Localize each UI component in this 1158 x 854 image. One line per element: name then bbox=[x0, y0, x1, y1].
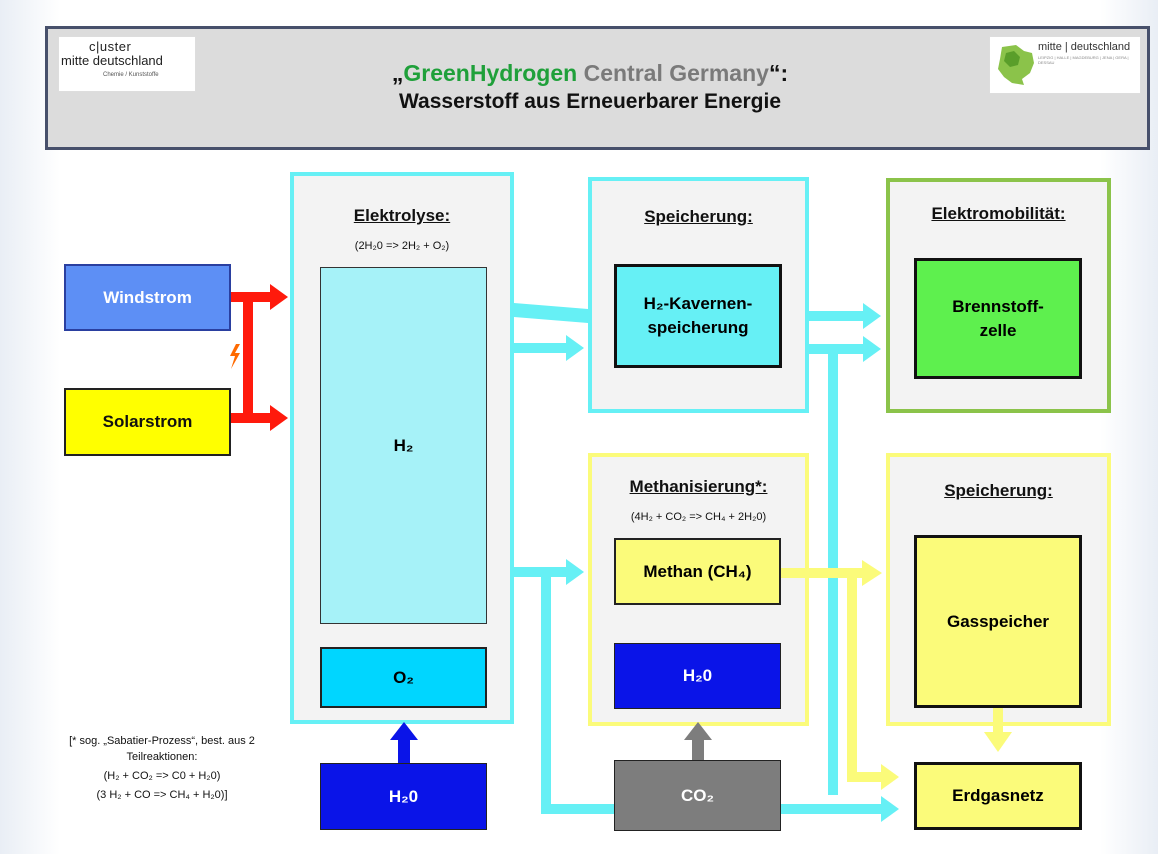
electrolysis-equation: (2H₂0 => 2H₂ + O₂) bbox=[354, 240, 450, 252]
logo-text-3: Chemie / Kunststoffe bbox=[103, 72, 159, 78]
page-subtitle: Wasserstoff aus Erneuerbarer Energie bbox=[398, 90, 782, 113]
water-arrow bbox=[390, 722, 418, 763]
gas-grid-box: Erdgasnetz bbox=[914, 762, 1082, 830]
footnote-line-1: [* sog. „Sabatier-Prozess“, best. aus 2 … bbox=[69, 735, 255, 763]
methanation-water-box: H₂0 bbox=[614, 643, 781, 709]
methanation-title: Methanisierung*: bbox=[629, 477, 768, 496]
logo-right-sub: LEIPZIG | HALLE | MAGDEBURG | JENA | GER… bbox=[1038, 55, 1129, 65]
logo-text-2: mitte deutschland bbox=[61, 53, 163, 68]
hydrogen-arrows bbox=[514, 303, 899, 822]
fuel-cell-box: Brennstoff-zelle bbox=[914, 258, 1082, 379]
methanation-equation: (4H₂ + CO₂ => CH₄ + 2H₂0) bbox=[630, 511, 767, 523]
water-input-box: H₂0 bbox=[320, 763, 487, 830]
title-green: Green bbox=[403, 60, 470, 86]
title-central-germany: Central Germany bbox=[577, 60, 769, 86]
title-quote: „ bbox=[391, 60, 404, 86]
footnote-line-3: (3 H₂ + CO => CH₄ + H₂0)] bbox=[96, 789, 228, 801]
footnote: [* sog. „Sabatier-Prozess“, best. aus 2 … bbox=[52, 733, 272, 806]
gas-storage-box: Gasspeicher bbox=[914, 535, 1082, 708]
title-hydrogen: Hydrogen bbox=[469, 60, 578, 86]
footnote-line-2: (H₂ + CO₂ => C0 + H₂0) bbox=[103, 770, 221, 782]
power-arrows bbox=[231, 284, 288, 431]
cluster-logo: c|uster mitte deutschland Chemie / Kunst… bbox=[58, 36, 196, 92]
region-map-icon bbox=[998, 45, 1034, 85]
storage-bottom-title: Speicherung: bbox=[944, 481, 1053, 500]
electrolysis-title: Elektrolyse: bbox=[353, 206, 451, 225]
methane-arrows bbox=[781, 560, 1012, 790]
o2-box: O₂ bbox=[320, 647, 487, 708]
mitteldeutschland-logo: mitte | deutschland LEIPZIG | HALLE | MA… bbox=[989, 36, 1141, 94]
h2-cavern-storage-box: H₂-Kavernen-speicherung bbox=[614, 264, 782, 368]
co2-arrow bbox=[684, 722, 712, 760]
mobility-title: Elektromobilität: bbox=[931, 204, 1066, 223]
storage-top-title: Speicherung: bbox=[644, 207, 753, 226]
lightning-icon bbox=[230, 344, 240, 369]
windstrom-box: Windstrom bbox=[64, 264, 231, 331]
co2-box: CO₂ bbox=[614, 760, 781, 831]
header-banner bbox=[45, 26, 1150, 150]
h2-box: H₂ bbox=[320, 267, 487, 624]
page-title: „GreenHydrogen Central Germany“: bbox=[200, 60, 980, 87]
methane-box: Methan (CH₄) bbox=[614, 538, 781, 605]
logo-right-name: mitte | deutschland bbox=[1038, 41, 1131, 53]
title-close: “: bbox=[768, 60, 789, 86]
logo-text-1: c|uster bbox=[89, 39, 132, 54]
solarstrom-box: Solarstrom bbox=[64, 388, 231, 456]
